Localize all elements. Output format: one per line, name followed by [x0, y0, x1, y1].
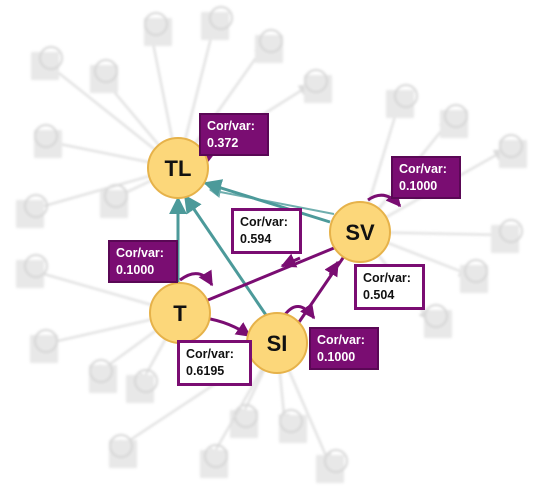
- ghost-error-circle: [209, 6, 233, 30]
- ghost-error-circle: [204, 444, 228, 468]
- sv-variance-box: Cor/var: 0.1000: [391, 156, 461, 199]
- ghost-error-circle: [499, 219, 523, 243]
- tl-variance-box: Cor/var: 0.372: [199, 113, 269, 156]
- ghost-error-circle: [34, 124, 58, 148]
- sv-variance-value: 0.1000: [399, 179, 438, 193]
- node-si[interactable]: SI: [246, 312, 308, 374]
- edge-t-si: [204, 316, 252, 338]
- t-si-covariance-title: Cor/var:: [186, 347, 234, 361]
- ghost-indicator-box: [126, 375, 154, 403]
- sv-variance-title: Cor/var:: [399, 162, 447, 176]
- ghost-error-circle: [89, 359, 113, 383]
- ghost-error-circle: [304, 69, 328, 93]
- node-sv[interactable]: SV: [329, 201, 391, 263]
- ghost-error-circle: [444, 104, 468, 128]
- edge-sv-t: [207, 246, 335, 302]
- node-t-label: T: [173, 301, 187, 326]
- node-tl-label: TL: [165, 156, 192, 181]
- sv-si-covariance-value: 0.504: [363, 288, 395, 302]
- ghost-error-circle: [499, 134, 523, 158]
- edge-sv-to-tl-2: [208, 186, 335, 215]
- loop-sv-variance: [367, 190, 402, 208]
- sv-si-covariance-box: Cor/var: 0.504: [354, 264, 425, 310]
- ghost-error-circle: [134, 369, 158, 393]
- si-variance-value: 0.1000: [317, 350, 356, 364]
- sv-si-covariance-title: Cor/var:: [363, 271, 411, 285]
- tl-variance-title: Cor/var:: [207, 119, 255, 133]
- si-variance-title: Cor/var:: [317, 333, 365, 347]
- sv-t-covariance-box: Cor/var: 0.594: [231, 208, 302, 254]
- t-variance-title: Cor/var:: [116, 246, 164, 260]
- ghost-error-circle: [424, 304, 448, 328]
- ghost-error-circle: [279, 409, 303, 433]
- ghost-indicator-box: [31, 52, 59, 80]
- node-si-label: SI: [267, 331, 288, 356]
- ghost-error-circle: [109, 434, 133, 458]
- edge-sv-t-arrow: [280, 253, 301, 268]
- edge-si-to-tl: [183, 194, 270, 319]
- latent-nodes: TL SV T SI: [147, 137, 391, 374]
- ghost-indicator-box: [201, 12, 229, 40]
- ghost-error-circle: [24, 254, 48, 278]
- ghost-error-circle: [39, 46, 63, 70]
- ghost-error-circle: [324, 449, 348, 473]
- sv-t-covariance-title: Cor/var:: [240, 215, 288, 229]
- sv-t-covariance-value: 0.594: [240, 232, 272, 246]
- t-variance-value: 0.1000: [116, 263, 155, 277]
- t-variance-box: Cor/var: 0.1000: [108, 240, 178, 283]
- ghost-indicator-box: [16, 200, 44, 228]
- edge-sv-to-tl: [203, 179, 331, 224]
- tl-variance-value: 0.372: [207, 136, 239, 150]
- background-indicator-network: [16, 6, 527, 483]
- node-t[interactable]: T: [149, 282, 211, 344]
- ghost-error-circle: [464, 259, 488, 283]
- ghost-indicator-box: [491, 225, 519, 253]
- ghost-error-circle: [34, 329, 58, 353]
- t-si-covariance-box: Cor/var: 0.6195: [177, 340, 252, 386]
- node-sv-label: SV: [345, 220, 375, 245]
- t-si-covariance-value: 0.6195: [186, 364, 225, 378]
- ghost-error-circle: [144, 12, 168, 36]
- ghost-indicator-box: [386, 90, 414, 118]
- ghost-indicator-box: [16, 260, 44, 288]
- ghost-error-circle: [24, 194, 48, 218]
- ghost-error-circle: [394, 84, 418, 108]
- loop-t-variance: [179, 269, 214, 287]
- si-variance-box: Cor/var: 0.1000: [309, 327, 379, 370]
- ghost-indicator-box: [316, 455, 344, 483]
- loop-si-variance: [282, 302, 316, 320]
- ghost-error-circle: [259, 29, 283, 53]
- ghost-error-circle: [104, 184, 128, 208]
- edge-sv-si: [293, 254, 347, 329]
- ghost-error-circle: [94, 59, 118, 83]
- node-tl[interactable]: TL: [147, 137, 209, 199]
- edge-sv-si-arrow: [324, 260, 340, 278]
